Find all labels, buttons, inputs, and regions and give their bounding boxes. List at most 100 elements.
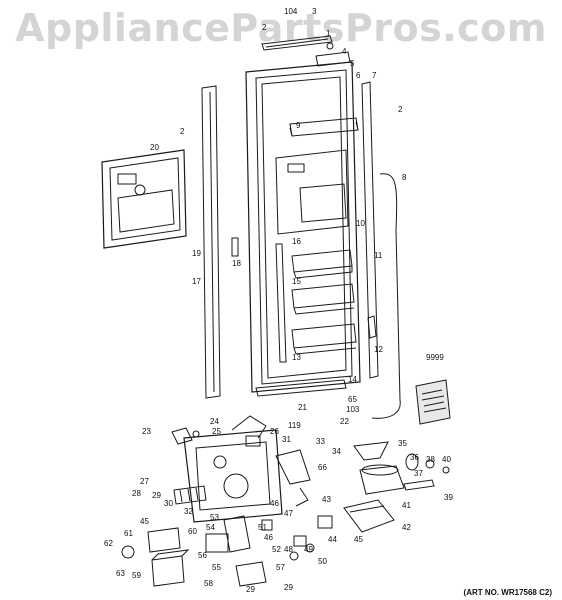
callout-26: 26 (270, 427, 279, 436)
callout-39: 39 (444, 493, 453, 502)
callout-34: 34 (332, 447, 341, 456)
water-tube (371, 173, 401, 419)
callout-29a: 29 (152, 491, 161, 500)
callout-20: 20 (150, 143, 159, 152)
callout-42: 42 (402, 523, 411, 532)
callout-60: 60 (188, 527, 197, 536)
callout-62: 62 (104, 539, 113, 548)
water-fitting (403, 453, 450, 491)
callout-44: 44 (328, 535, 337, 544)
callout-10: 10 (356, 219, 365, 228)
solenoid (121, 527, 181, 559)
door-bin-3 (291, 323, 357, 355)
chute-door (343, 499, 395, 533)
motor-box (151, 549, 190, 587)
callout-45a: 45 (140, 517, 149, 526)
callout-23: 23 (142, 427, 151, 436)
callout-40: 40 (442, 455, 451, 464)
callout-16: 16 (292, 237, 301, 246)
callout-56: 56 (198, 551, 207, 560)
callout-3: 3 (312, 7, 317, 16)
callout-45b: 45 (354, 535, 363, 544)
callout-2a: 2 (262, 23, 267, 32)
callout-52: 52 (272, 545, 281, 554)
callout-32: 32 (184, 507, 193, 516)
callout-12: 12 (374, 345, 383, 354)
callout-49: 49 (304, 545, 313, 554)
callout-54: 54 (206, 523, 215, 532)
dispenser-front-panel (101, 149, 187, 249)
callout-65: 65 (348, 395, 357, 404)
callout-48: 48 (284, 545, 293, 554)
shelf-rail (275, 243, 287, 363)
callout-17: 17 (192, 277, 201, 286)
callout-18: 18 (232, 259, 241, 268)
callout-29c: 29 (284, 583, 293, 592)
callout-21: 21 (298, 403, 307, 412)
callout-5: 5 (350, 59, 355, 68)
callout-61: 61 (124, 529, 133, 538)
door-gasket-strip (361, 81, 379, 379)
callout-15: 15 (292, 277, 301, 286)
actuator-arm (275, 449, 311, 507)
handle-bracket (231, 237, 239, 257)
door-bin-2 (291, 283, 355, 315)
callout-104: 104 (284, 7, 298, 16)
callout-53: 53 (210, 513, 219, 522)
art-number: (ART NO. WR17568 C2) (463, 588, 552, 597)
callout-25: 25 (212, 427, 221, 436)
dispenser-housing (183, 415, 283, 523)
callout-28: 28 (132, 489, 141, 498)
callout-51: 51 (258, 523, 267, 532)
callout-38: 38 (426, 455, 435, 464)
callout-4: 4 (342, 47, 347, 56)
callout-103: 103 (346, 405, 360, 414)
callout-119: 119 (288, 421, 301, 430)
bottom-door-trim (255, 379, 347, 397)
callout-1: 1 (326, 29, 331, 38)
callout-6: 6 (356, 71, 361, 80)
dispenser-recess (275, 149, 349, 235)
callout-19: 19 (192, 249, 201, 258)
switch-block (171, 427, 200, 445)
callout-57: 57 (276, 563, 285, 572)
callout-13: 13 (292, 353, 301, 362)
door-bin-1 (291, 249, 353, 279)
callout-9: 9 (296, 121, 301, 130)
motor-bracket (205, 515, 251, 553)
callout-2b: 2 (398, 105, 403, 114)
callout-55: 55 (212, 563, 221, 572)
grille-plate (173, 485, 207, 505)
callout-22: 22 (340, 417, 349, 426)
callout-31: 31 (282, 435, 291, 444)
callout-35: 35 (398, 439, 407, 448)
top-hinge-trim (261, 35, 333, 51)
switch-housing (235, 561, 267, 587)
callout-66: 66 (318, 463, 327, 472)
callout-24: 24 (210, 417, 219, 426)
small-clip-set (261, 515, 333, 561)
callout-63: 63 (116, 569, 125, 578)
callout-58: 58 (204, 579, 213, 588)
instruction-card (415, 379, 451, 425)
callout-11: 11 (374, 251, 383, 260)
callout-46b: 46 (264, 533, 273, 542)
door-side-trim (201, 85, 221, 399)
callout-33: 33 (316, 437, 325, 446)
ice-chute-funnel (353, 441, 405, 495)
callout-37: 37 (414, 469, 423, 478)
callout-36: 36 (410, 453, 419, 462)
callout-8: 8 (402, 173, 407, 182)
door-outer-panel (245, 61, 361, 393)
right-clip (367, 315, 377, 339)
callout-47: 47 (284, 509, 293, 518)
callout-30: 30 (164, 499, 173, 508)
callout-29b: 29 (246, 585, 255, 594)
callout-27: 27 (140, 477, 149, 486)
callout-50: 50 (318, 557, 327, 566)
callout-59: 59 (132, 571, 141, 580)
callout-41: 41 (402, 501, 411, 510)
callout-7: 7 (372, 71, 377, 80)
callout-43: 43 (322, 495, 331, 504)
